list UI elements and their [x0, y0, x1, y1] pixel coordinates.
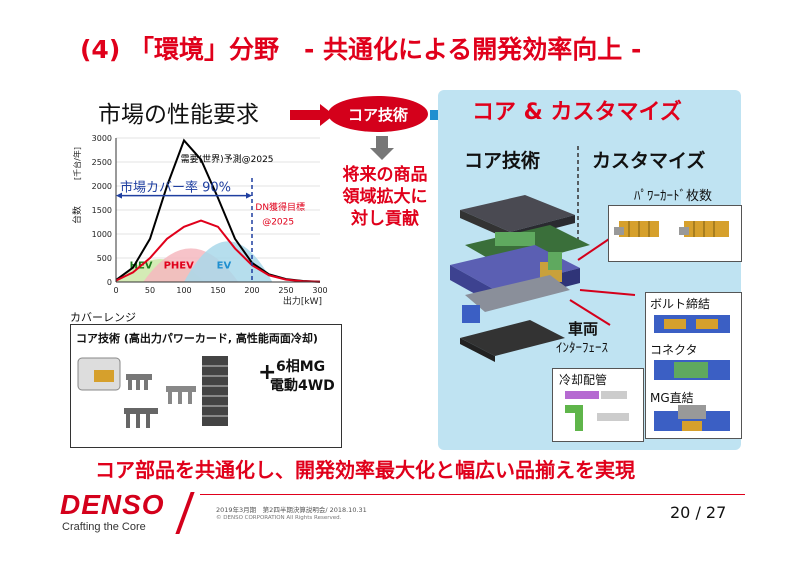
footer-copyright: © DENSO CORPORATION All Rights Reserved.: [216, 515, 342, 521]
arrow-down-icon: [370, 136, 394, 160]
area-label: PHEV: [164, 261, 195, 272]
arrowhead-left: [116, 192, 122, 199]
series-label-demand: 需要(世界)予測@2025: [181, 153, 274, 165]
mg-direct-label: MG直結: [650, 391, 694, 405]
interface-label: ｲﾝﾀｰﾌｪｰｽ: [556, 341, 608, 356]
page-title: (4) 「環境」分野 - 共通化による開発効率向上 -: [80, 35, 642, 64]
y-axis-label: 台数: [71, 206, 83, 224]
y-tick-label: 0: [107, 278, 112, 287]
footer-event: 2019年3月期 第2四半期決算説明会/ 2018.10.31: [216, 506, 367, 514]
arrow-right-icon: [290, 104, 334, 126]
plus-sign: +: [258, 360, 277, 385]
x-tick-label: 250: [278, 286, 293, 295]
connection-types-box: ボルト締結 コネクタ MG直結: [645, 292, 742, 439]
inverter-exploded-illustration: [450, 195, 636, 362]
bottom-message: コア部品を共通化し、開発効率最大化と幅広い品揃えを実現: [95, 458, 635, 482]
x-tick-label: 150: [210, 286, 225, 295]
cover-range-header: コア技術 (高出力パワーカード, 高性能両面冷却): [76, 332, 318, 345]
cooling-pipe-illustration: [565, 391, 629, 431]
divider: [577, 146, 579, 246]
contribution-text: 将来の商品 領域拡大に 対し貢献: [330, 164, 440, 230]
x-tick-label: 50: [145, 286, 155, 295]
core-technology-oval: コア技術: [328, 96, 428, 132]
y-tick-label: 2000: [92, 182, 112, 191]
customize-title: コア & カスタマイズ: [472, 100, 682, 125]
series-label-target-year: @2025: [262, 217, 294, 227]
core-tech-header: コア技術: [464, 150, 541, 172]
customize-header: カスタマイズ: [592, 150, 706, 172]
contribution-line: 対し貢献: [351, 209, 419, 229]
y-tick-label: 500: [97, 254, 112, 263]
market-title: 市場の性能要求: [98, 102, 259, 128]
y-tick-label: 3000: [92, 134, 112, 143]
connector-label: コネクタ: [650, 343, 698, 357]
x-tick-label: 100: [176, 286, 191, 295]
cooling-pipe-box: 冷却配管: [552, 368, 644, 442]
coverage-label: 市場カバー率 90%: [120, 180, 231, 196]
denso-logo: DENSO: [60, 489, 165, 520]
y-tick-label: 1000: [92, 230, 112, 239]
x-tick-label: 300: [312, 286, 327, 295]
contribution-line: 領域拡大に: [342, 187, 428, 207]
power-card-label: ﾊﾟﾜｰｶｰﾄﾞ枚数: [634, 189, 713, 204]
area-ev: [184, 241, 273, 282]
page-number: 20 / 27: [670, 503, 727, 522]
vehicle-label: 車両: [568, 320, 599, 338]
logo-slash: [175, 492, 195, 534]
power-card-illustration: [614, 221, 729, 237]
power-card-box: [608, 205, 742, 262]
area-label: EV: [217, 261, 232, 272]
footer-rule: [200, 494, 745, 495]
bolt-label: ボルト締結: [650, 297, 711, 311]
x-axis-label: 出力[kW]: [283, 295, 322, 307]
arrowhead-right: [246, 192, 252, 199]
bolt-terminal-illustration: [654, 315, 730, 333]
x-tick-label: 0: [113, 286, 118, 295]
y-tick-label: 1500: [92, 206, 112, 215]
x-tick-label: 200: [244, 286, 259, 295]
series-line: [115, 219, 321, 283]
electric-4wd: 電動4WD: [270, 378, 335, 394]
contribution-line: 将来の商品: [342, 165, 428, 185]
power-module-illustration: [77, 356, 228, 428]
mg-direct-illustration: [654, 405, 730, 431]
tagline: Crafting the Core: [62, 521, 146, 533]
six-phase-mg: 6相MG: [276, 359, 326, 375]
y-axis-unit: [千台/年]: [72, 147, 82, 180]
series-label-target: DN獲得目標: [255, 201, 305, 213]
cooling-label: 冷却配管: [559, 373, 608, 387]
cover-range-label: カバーレンジ: [70, 311, 136, 324]
connector-illustration: [654, 360, 730, 380]
y-tick-label: 2500: [92, 158, 112, 167]
